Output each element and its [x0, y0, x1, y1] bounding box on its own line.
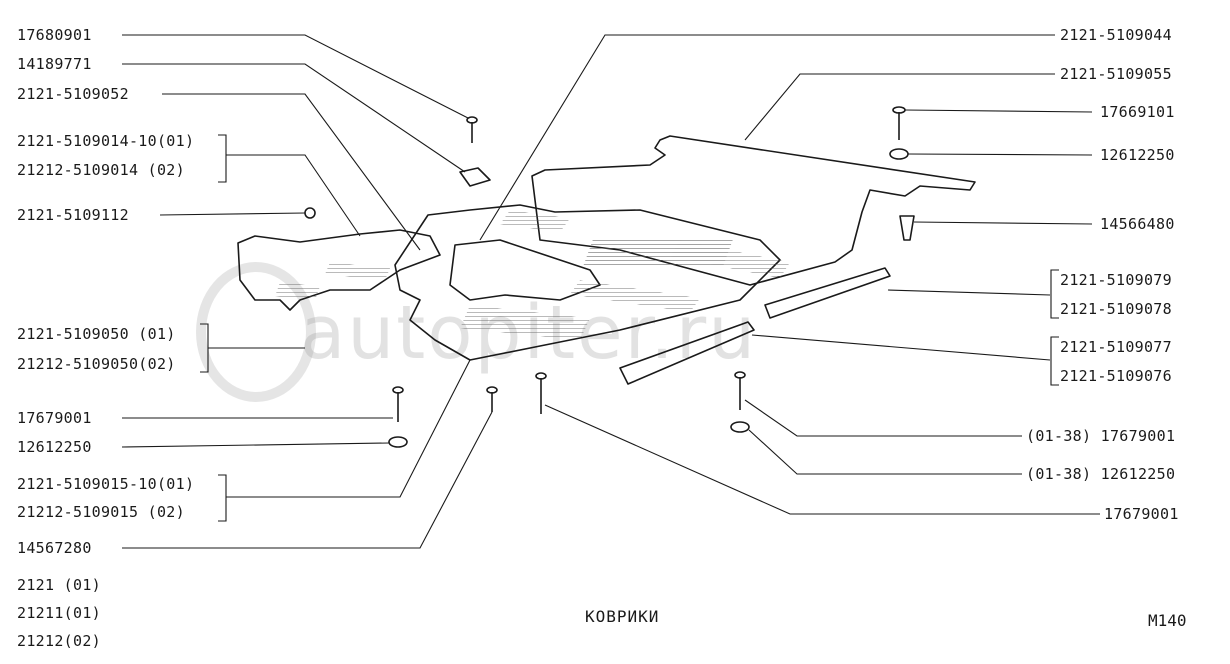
hatch-left-2 — [325, 262, 390, 280]
label-2121-5109079: 2121-5109079 — [1060, 271, 1172, 289]
clip-right — [899, 215, 915, 241]
label-14566480: 14566480 — [1100, 215, 1175, 233]
label-01-38-17679001: (01-38) 17679001 — [1026, 427, 1176, 445]
bracket-left-3 — [218, 474, 227, 522]
leader-2121-5109052 — [162, 93, 421, 251]
model-21212: 21212(02) — [17, 632, 101, 650]
washer-bottom-left — [388, 436, 408, 448]
leader-2121-5109078 — [887, 289, 1051, 296]
leader-01-38-17679001 — [744, 399, 1022, 437]
leader-17669101 — [904, 109, 1093, 113]
bracket-top — [459, 167, 491, 187]
label-17679001-right: 17679001 — [1104, 505, 1179, 523]
label-14189771: 14189771 — [17, 55, 92, 73]
label-17680901: 17680901 — [17, 26, 92, 44]
screw-bottom-left — [392, 386, 404, 422]
bracket-left-1 — [218, 134, 227, 183]
bracket-right-2 — [1050, 336, 1059, 386]
label-12612250-left: 12612250 — [17, 438, 92, 456]
screw-bottom-right — [734, 371, 746, 410]
leader-14189771 — [122, 63, 466, 173]
washer-top-right — [889, 148, 909, 160]
label-2121-5109077: 2121-5109077 — [1060, 338, 1172, 356]
leader-17680901 — [122, 34, 469, 119]
hatch-front-1 — [570, 280, 700, 312]
hatch-rear-2 — [670, 240, 790, 278]
leader-2121-5109112 — [159, 212, 306, 216]
plug-left — [304, 207, 316, 219]
screw-top-left — [466, 116, 478, 143]
sill-trim-upper — [764, 267, 891, 319]
bracket-left-2 — [200, 323, 209, 373]
label-14567280: 14567280 — [17, 539, 92, 557]
label-12612250-right: 12612250 — [1100, 146, 1175, 164]
screw-bottom-center-1 — [486, 386, 498, 412]
model-2121: 2121 (01) — [17, 576, 101, 594]
screw-top-right — [892, 106, 906, 140]
hatch-rear-1 — [500, 210, 570, 232]
label-21212-5109015: 21212-5109015 (02) — [17, 503, 185, 521]
label-2121-5109052: 2121-5109052 — [17, 85, 129, 103]
leader-12612250-left — [121, 442, 390, 448]
bracket-right-1 — [1050, 269, 1059, 319]
leader-14567280 — [122, 411, 493, 549]
hatch-front-2 — [460, 305, 590, 340]
label-2121-5109055: 2121-5109055 — [1060, 65, 1172, 83]
label-21212-5109014: 21212-5109014 (02) — [17, 161, 185, 179]
rear-mat — [531, 135, 976, 286]
watermark-logo — [196, 262, 316, 402]
diagram-title: КОВРИКИ — [585, 607, 660, 626]
leader-14566480 — [913, 221, 1093, 225]
leader-17679001-right — [544, 404, 1100, 515]
label-2121-5109078: 2121-5109078 — [1060, 300, 1172, 318]
label-21212-5109050: 21212-5109050(02) — [17, 355, 176, 373]
label-2121-5109112: 2121-5109112 — [17, 206, 129, 224]
label-17669101: 17669101 — [1100, 103, 1175, 121]
leader-2121-5109076 — [751, 334, 1051, 361]
hatch-left-1 — [275, 282, 320, 300]
leader-2121-5109015 — [226, 359, 471, 498]
label-17679001-left: 17679001 — [17, 409, 92, 427]
leader-2121-5109055 — [744, 73, 1055, 141]
model-21211: 21211(01) — [17, 604, 101, 622]
sill-trim-lower — [619, 321, 755, 385]
screw-bottom-center-2 — [535, 372, 547, 414]
leader-2121-5109014 — [226, 154, 361, 237]
leader-01-38-12612250 — [748, 429, 1022, 475]
label-2121-5109076: 2121-5109076 — [1060, 367, 1172, 385]
front-mat-main — [394, 204, 781, 361]
washer-bottom-right — [730, 421, 750, 433]
label-01-38-12612250: (01-38) 12612250 — [1026, 465, 1176, 483]
leader-2121-5109044 — [479, 34, 1055, 241]
label-2121-5109014-10: 2121-5109014-10(01) — [17, 132, 195, 150]
label-2121-5109044: 2121-5109044 — [1060, 26, 1172, 44]
sheet-code: М140 — [1148, 611, 1187, 630]
leader-12612250-right — [907, 153, 1093, 156]
label-2121-5109050: 2121-5109050 (01) — [17, 325, 176, 343]
label-2121-5109015-10: 2121-5109015-10(01) — [17, 475, 195, 493]
